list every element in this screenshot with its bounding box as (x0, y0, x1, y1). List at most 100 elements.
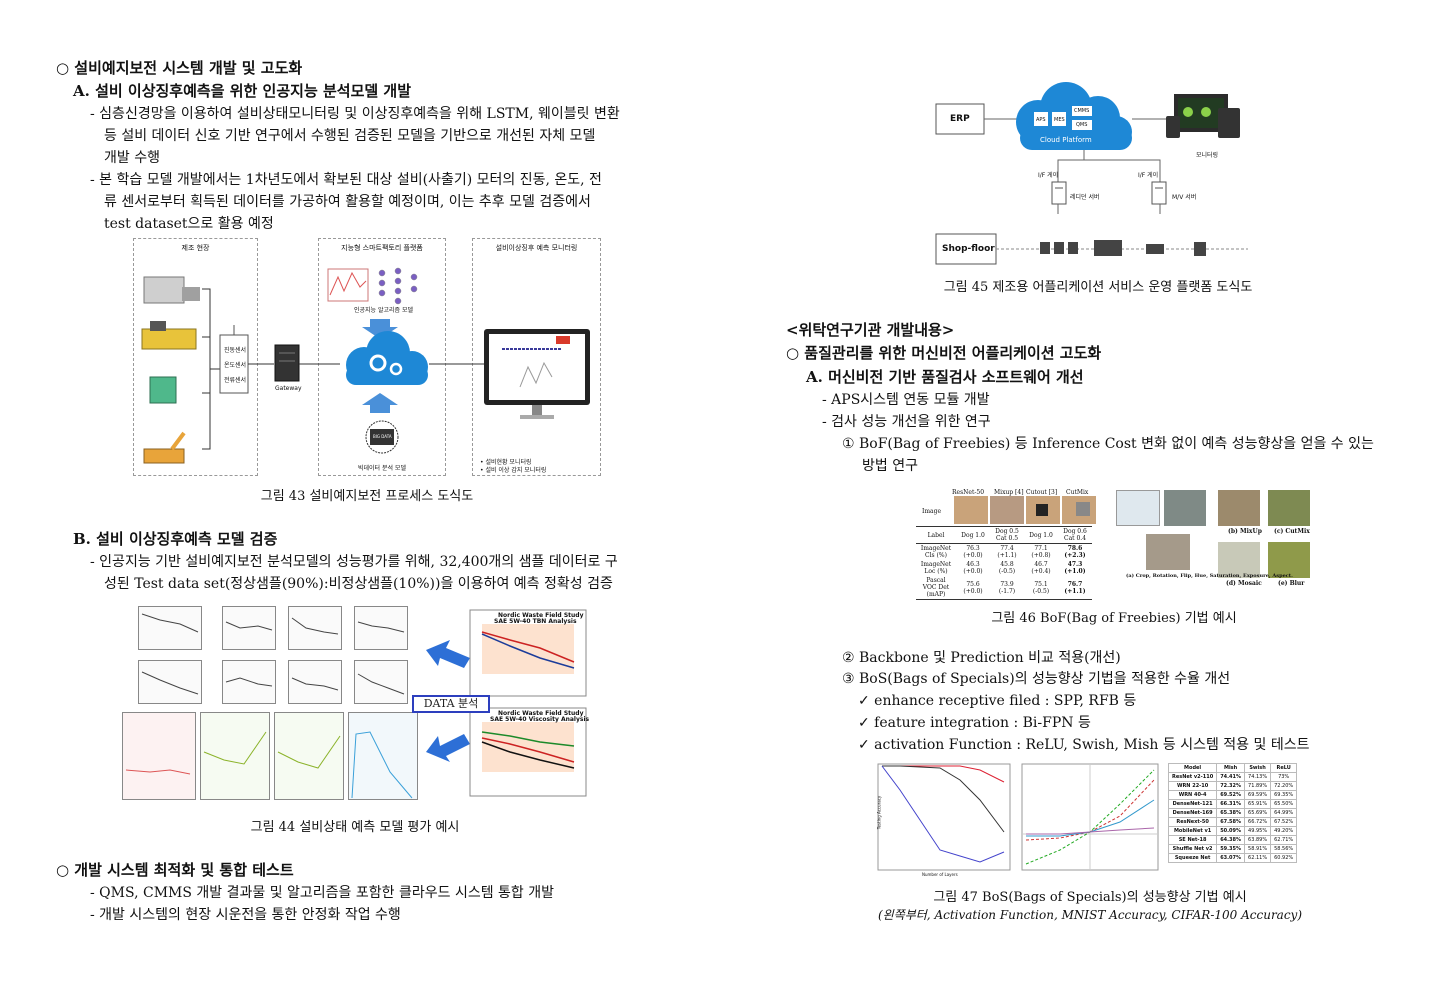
server-label: M/V 서버 (1172, 194, 1197, 201)
table-cell: Label (916, 526, 956, 544)
subsection-a-title: A. 설비 이상징후예측을 위한 인공지능 분석모델 개발 (73, 82, 411, 100)
chart-subtitle: SAE 5W-40 Viscosity Analysis (490, 716, 590, 723)
paragraph-line: 등 설비 데이터 신호 기반 연구에서 수행된 검증된 모델을 기반으로 개선된… (104, 128, 596, 144)
table-cell: 76.7 (+1.1) (1058, 576, 1092, 600)
table-cell: 47.3 (+1.0) (1064, 561, 1086, 575)
checklist-item: ✓ enhance receptive filed : SPP, RFB 등 (858, 693, 1137, 709)
machine-icon (141, 321, 197, 350)
table-cell: 78.6 (+2.3) (1058, 543, 1092, 560)
image-label: (e) Blur (1278, 580, 1305, 587)
table-cell: 75.1 (-0.5) (1024, 576, 1058, 600)
table-cell: 69.59% (1244, 790, 1272, 800)
box-header: 설비이상징후 예측 모니터링 (495, 244, 578, 252)
table-header: ResNet-50 (952, 489, 985, 496)
table-cell: 58.56% (1270, 844, 1298, 854)
table-header: Swish (1244, 763, 1272, 773)
figure-46: ResNet-50 Mixup [4] Cutout [3] CutMix Im… (914, 486, 1314, 600)
augment-image (1146, 534, 1190, 570)
paragraph-line: - 검사 성능 개선을 위한 연구 (822, 414, 991, 430)
table-cell: 77.4 (+1.1) (990, 543, 1024, 560)
image-label: (b) MixUp (1228, 528, 1262, 535)
table-cell: Dog 0.5 Cat 0.5 (990, 526, 1024, 544)
sensor-label: 온도센서 (224, 362, 247, 369)
table-cell: Shuffle Net v2 (1167, 844, 1218, 854)
bof-table: Label Dog 1.0 Dog 0.5 Cat 0.5 Dog 1.0 Do… (916, 526, 1092, 600)
figure-47-plots (877, 763, 1159, 871)
paragraph-line: 방법 연구 (862, 458, 918, 474)
table-cell: 64.38% (1216, 835, 1246, 845)
machine-icon (143, 276, 200, 304)
ai-model-label: 인공지능 알고리즘 모델 (354, 307, 414, 314)
box-anomaly-monitoring: 설비이상징후 예측 모니터링 (472, 238, 601, 476)
figure-44-caption: 그림 44 설비상태 예측 모델 평가 예시 (250, 820, 460, 835)
figure-45-drawing (935, 82, 1248, 265)
monitor-label: • 설비현황 모니터링 (480, 459, 532, 466)
plot-ylabel: Testing Accuracy (876, 795, 882, 830)
figure-44-drawing (125, 609, 587, 799)
table-cell: 65.91% (1244, 799, 1272, 809)
table-header: CutMix (1066, 489, 1089, 496)
table-cell: 74.41% (1216, 772, 1246, 782)
cloud-icon (346, 331, 428, 385)
table-row: ImageNet Loc (%) 46.3 (+0.0) 45.8 (-0.5)… (916, 560, 1092, 576)
table-cell: 60.92% (1270, 853, 1298, 863)
table-header: Cutout [3] (1026, 489, 1058, 496)
aps-label: APS (1036, 117, 1046, 123)
mixup-example-image (1218, 490, 1260, 526)
paragraph-line: test dataset으로 활용 예정 (104, 216, 274, 232)
mini-plot (200, 712, 270, 800)
table-cell: Dog 1.0 (956, 526, 990, 544)
cmms-label: CMMS (1074, 108, 1090, 114)
mes-label: MES (1054, 117, 1065, 123)
cutout-image (1026, 496, 1060, 524)
erp-label: ERP (950, 114, 970, 124)
table-cell: 77.1 (+0.8) (1024, 543, 1058, 560)
table-cell: 72.32% (1216, 781, 1246, 791)
section-title-machine-vision: ○ 품질관리를 위한 머신비전 어플리케이션 고도화 (786, 344, 1102, 362)
image-label: (c) CutMix (1274, 528, 1310, 535)
table-cell: 67.52% (1270, 817, 1298, 827)
sensor-label: 전류센서 (224, 377, 247, 384)
paragraph-line: 성된 Test data set(정상샘플(90%):비정상샘플(10%))을 … (104, 576, 613, 592)
mini-plot (222, 606, 276, 650)
table-cell: 62.11% (1244, 853, 1272, 863)
dog-image (954, 496, 988, 524)
paragraph-line: - QMS, CMMS 개발 결과물 및 알고리즘을 포함한 클라우드 시스템 … (90, 885, 555, 901)
table-cell: 67.58% (1216, 817, 1246, 827)
table-cell: 50.09% (1216, 826, 1246, 836)
server-label: 레디던 서버 (1070, 194, 1100, 201)
mini-plot (354, 606, 408, 650)
table-cell: 76.3 (+0.0) (956, 543, 990, 560)
table-cell: ImageNet Cls (%) (916, 543, 956, 560)
table-cell: 45.8 (-0.5) (998, 561, 1016, 575)
figure-45-caption: 그림 45 제조용 어플리케이션 서비스 운영 플랫폼 도식도 (943, 280, 1253, 295)
image-label: (a) Crop, Rotation, Flip, Hue, Saturatio… (1126, 573, 1293, 579)
mini-plot (122, 712, 196, 800)
figure-46-caption: 그림 46 BoF(Bag of Freebies) 기법 예시 (991, 611, 1237, 626)
mixup-image (990, 496, 1024, 524)
mosaic-example-image (1218, 542, 1260, 578)
paragraph-line: ① BoF(Bag of Freebies) 등 Inference Cost … (842, 436, 1374, 452)
table-cell: 63.07% (1216, 853, 1246, 863)
cloud-label: Cloud Platform (1040, 136, 1092, 144)
paragraph-line: - 개발 시스템의 현장 시운전을 통한 안정화 작업 수행 (90, 907, 401, 923)
image-row-label: Image (922, 508, 942, 515)
paragraph-line: ② Backbone 및 Prediction 비교 적용(개선) (842, 650, 1121, 666)
table-cell: 64.99% (1270, 808, 1298, 818)
section-title-predictive-maintenance: ○ 설비예지보전 시스템 개발 및 고도화 (56, 59, 303, 77)
image-label: (d) Mosaic (1226, 580, 1262, 587)
table-cell: 71.89% (1244, 781, 1272, 791)
subsection-b-title: B. 설비 이상징후예측 모델 검증 (73, 530, 278, 548)
table-cell: MobileNet v1 (1167, 826, 1218, 836)
box-manufacturing-site: 제조 현장 (133, 238, 258, 476)
paragraph-line: ③ BoS(Bags of Specials)의 성능향상 기법을 적용한 수율… (842, 671, 1231, 687)
monitor-icon (484, 329, 590, 419)
table-cell: Pascal VOC Det (mAP) (916, 576, 956, 600)
